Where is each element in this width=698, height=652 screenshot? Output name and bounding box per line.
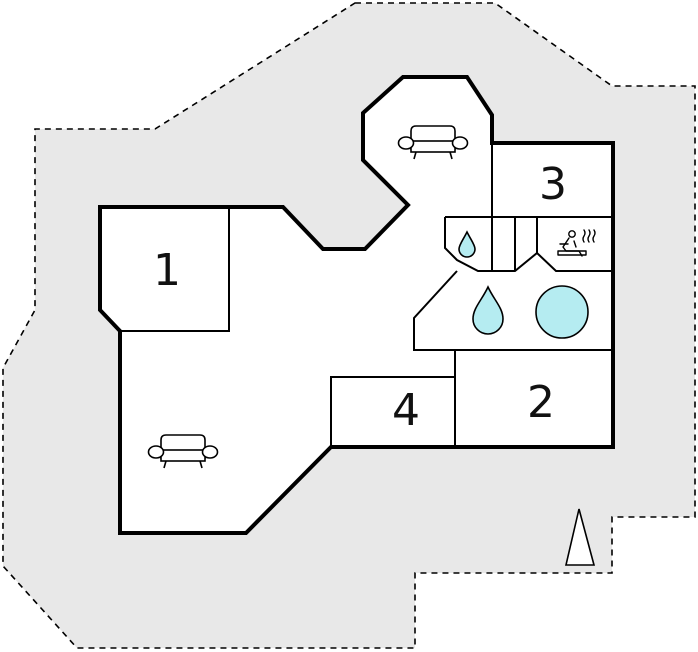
building-outline [98,75,615,535]
wall-bath-large [413,270,613,351]
pool-icon [535,285,589,339]
sofa-icon [147,434,219,469]
interior-walls [120,143,613,447]
room-label-3: 3 [539,159,567,210]
room-1-wall [120,207,230,332]
room-label-2: 2 [527,377,555,428]
water-drop-icon [458,230,476,258]
room-label-1: 1 [153,245,181,296]
north-arrow-icon [564,508,596,566]
sofa-icon [397,125,469,160]
water-drop-icon [472,285,504,335]
wall-room-4 [330,376,455,447]
room-label-4: 4 [392,385,420,436]
wall-sauna [536,252,613,272]
sauna-icon [557,229,596,257]
